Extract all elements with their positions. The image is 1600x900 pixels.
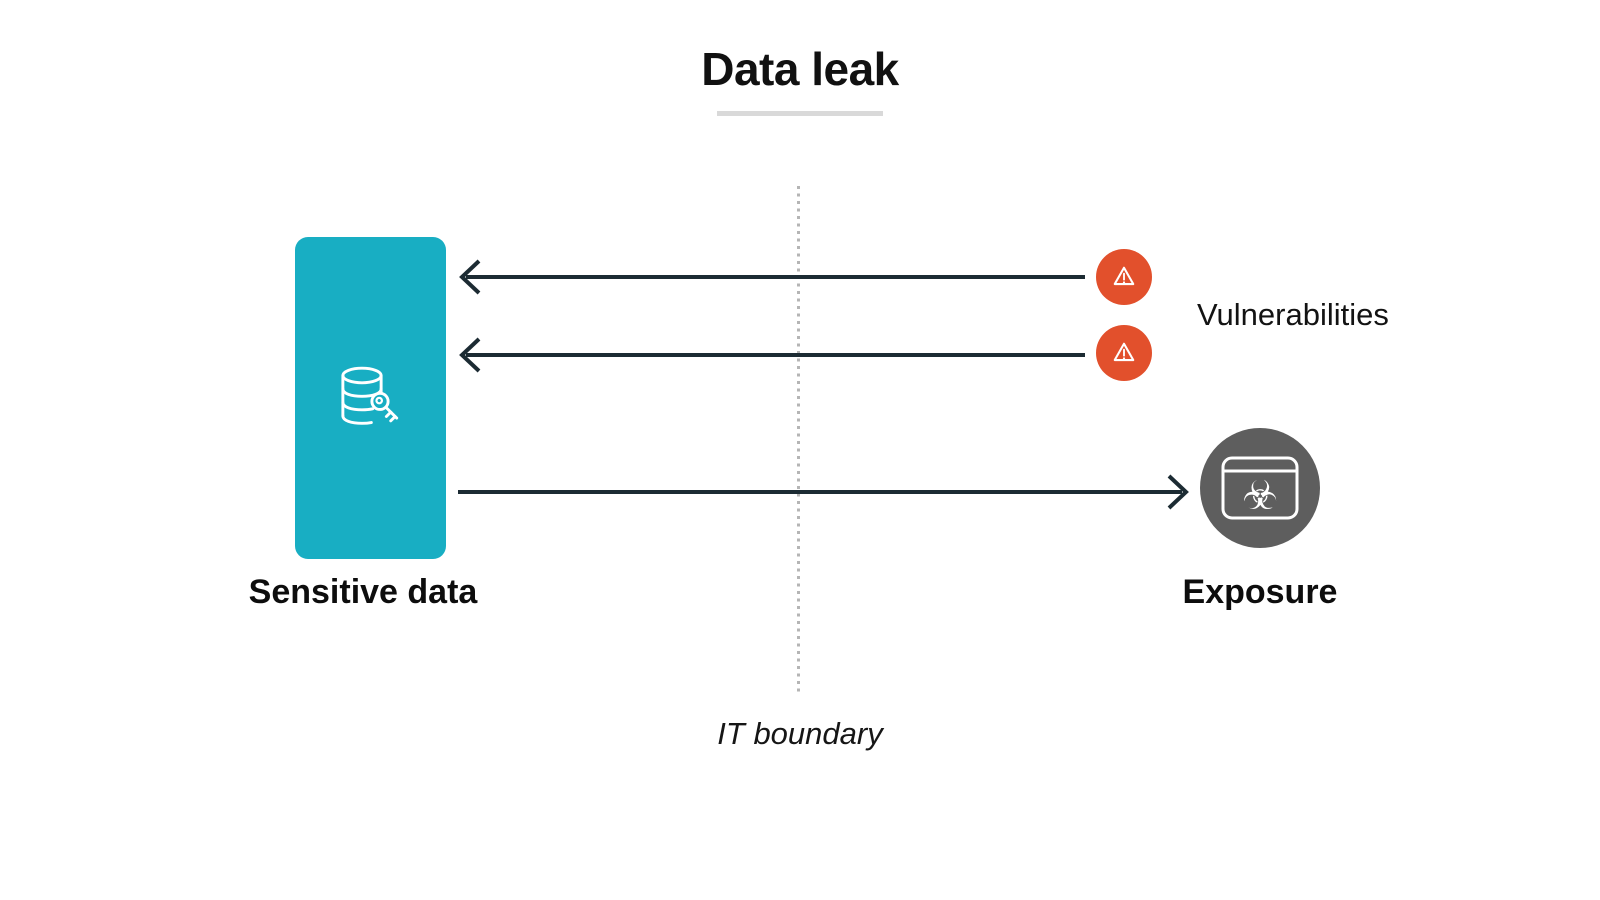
sensitive-data-card [295,237,446,559]
warning-triangle-icon [1113,266,1135,286]
warning-triangle-icon [1113,342,1135,362]
vulnerabilities-label: Vulnerabilities [1197,297,1389,332]
page-title: Data leak [701,43,899,95]
vulnerability-arrow-1 [459,259,1085,295]
exposure-label: Exposure [1182,573,1338,611]
vulnerability-badge-2 [1096,325,1152,381]
title-underline-rule [717,111,883,116]
biohazard-glyph: ☣ [1242,473,1278,519]
it-boundary-line [797,186,800,695]
vulnerability-arrow-2 [459,337,1085,373]
vulnerability-badge-1 [1096,249,1152,305]
sensitive-data-label: Sensitive data [248,573,478,611]
biohazard-browser-icon: ☣ [1221,456,1299,520]
it-boundary-label: IT boundary [717,716,883,751]
database-key-icon [340,366,398,425]
exposure-arrow [458,474,1189,510]
exposure-circle: ☣ [1200,428,1320,548]
